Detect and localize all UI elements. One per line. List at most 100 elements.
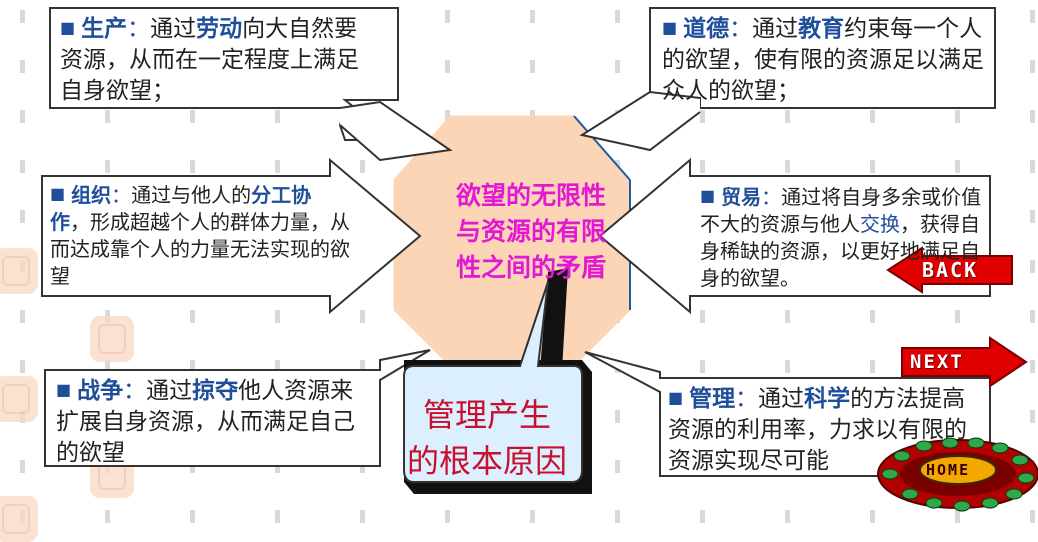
background-tick — [1030, 510, 1035, 523]
bubble-line: 的根本原因 — [406, 442, 567, 480]
background-tick — [530, 60, 535, 73]
keyword: 生产 — [81, 16, 128, 42]
text: 通过将自身多余或价值不大的资源与他人 — [700, 185, 982, 236]
home-button-label[interactable]: HOME — [926, 461, 971, 479]
background-tick — [785, 160, 790, 173]
bullet-icon: ■ — [60, 18, 76, 37]
background-tick — [700, 310, 705, 323]
background-tick — [275, 310, 280, 323]
background-tick — [105, 360, 110, 373]
back-button[interactable] — [886, 246, 1013, 294]
keyword: 管理 — [689, 386, 736, 412]
background-tick — [785, 510, 790, 523]
background-tick — [190, 160, 195, 173]
seal-decoration — [0, 496, 38, 542]
bubble-line: 管理产生 — [422, 396, 551, 434]
background-tick — [955, 510, 960, 523]
background-tick — [20, 160, 25, 173]
background-tick — [615, 410, 620, 423]
home-button[interactable] — [877, 437, 1038, 512]
highlight: 分工协作 — [50, 183, 312, 234]
center-line: 欲望的无限性 — [455, 181, 606, 210]
colon: ： — [123, 378, 147, 404]
background-tick — [615, 460, 620, 473]
bubble-text: 管理产生 的根本原因 — [392, 392, 582, 484]
background-tick — [360, 510, 365, 523]
bullet-icon: ■ — [700, 186, 716, 205]
background-tick — [785, 110, 790, 123]
background-tick — [275, 360, 280, 373]
background-tick — [1030, 360, 1035, 373]
background-tick — [955, 110, 960, 123]
background-tick — [20, 60, 25, 73]
colon: ： — [111, 183, 132, 207]
back-button-label[interactable]: BACK — [922, 258, 979, 282]
keyword: 组织 — [71, 183, 112, 207]
speech-bubble — [403, 281, 583, 483]
background-tick — [275, 160, 280, 173]
background-tick — [1030, 110, 1035, 123]
colon: ： — [761, 185, 782, 209]
highlight: 教育 — [798, 16, 845, 42]
text: ，形成超越个人的群体力量，从而达成靠个人的力量无法实现的欲望 — [50, 210, 350, 288]
background-tick — [190, 510, 195, 523]
background-tick — [105, 110, 110, 123]
background-tick — [275, 110, 280, 123]
next-button[interactable] — [901, 336, 1028, 388]
background-tick — [190, 360, 195, 373]
colon: ： — [729, 16, 753, 42]
background-tick — [700, 510, 705, 523]
background-tick — [190, 110, 195, 123]
background-tick — [870, 110, 875, 123]
background-tick — [275, 510, 280, 523]
bullet-icon: ■ — [56, 380, 72, 399]
bullet-icon: ■ — [668, 388, 684, 407]
text: 通过 — [146, 378, 193, 404]
seal-decoration — [0, 376, 38, 422]
background-tick — [1030, 410, 1035, 423]
background-tick — [20, 210, 25, 223]
next-button-label[interactable]: NEXT — [910, 351, 964, 373]
text: 的方法提高资源的利用率，力求以有限的资源实现尽可能 — [668, 386, 967, 474]
bullet-icon: ■ — [50, 184, 66, 203]
background-tick — [445, 60, 450, 73]
box-management: ■管理：通过科学的方法提高资源的利用率，力求以有限的资源实现尽可能 — [668, 382, 986, 477]
background-tick — [700, 110, 705, 123]
background-tick — [1030, 160, 1035, 173]
background-tick — [445, 510, 450, 523]
center-line: 性之间的矛盾 — [455, 253, 606, 282]
background-tick — [615, 60, 620, 73]
callout-organization — [41, 157, 422, 315]
background-tick — [20, 310, 25, 323]
box-organization: ■ 组织：通过与他人的分工协作，形成超越个人的群体力量，从而达成靠个人的力量无法实… — [50, 180, 350, 290]
background-tick — [530, 510, 535, 523]
highlight: 交换 — [860, 212, 900, 236]
text: ，获得自身稀缺的资源，以更好地满足自身的欲望。 — [700, 212, 980, 290]
background-tick — [20, 460, 25, 473]
highlight: 掠夺 — [192, 378, 239, 404]
background-tick — [870, 510, 875, 523]
background-tick — [105, 160, 110, 173]
background-tick — [615, 510, 620, 523]
background-tick — [190, 310, 195, 323]
background-tick — [20, 110, 25, 123]
bullet-icon: ■ — [662, 18, 678, 37]
box-trade: ■贸易：通过将自身多余或价值不大的资源与他人交换，获得自身稀缺的资源，以更好地满… — [700, 182, 982, 292]
center-text: 欲望的无限性 与资源的有限 性之间的矛盾 — [416, 178, 646, 286]
background-tick — [615, 10, 620, 23]
background-tick — [530, 10, 535, 23]
keyword: 战争 — [77, 378, 124, 404]
background-tick — [445, 110, 450, 123]
box-morality: ■道德：通过教育约束每一个人的欲望，使有限的资源足以满足众人的欲望； — [662, 12, 990, 107]
background-tick — [700, 160, 705, 173]
text: 通过与他人的 — [131, 183, 252, 207]
text: 通过 — [150, 16, 197, 42]
background-tick — [1030, 310, 1035, 323]
box-production: ■生产：通过劳动向大自然要资源，从而在一定程度上满足自身欲望； — [60, 12, 360, 107]
background-tick — [955, 310, 960, 323]
keyword: 道德 — [683, 16, 730, 42]
background-tick — [20, 360, 25, 373]
colon: ： — [735, 386, 759, 412]
box-war: ■战争：通过掠夺他人资源来扩展自身资源，从而满足自己的欲望 — [56, 374, 356, 469]
